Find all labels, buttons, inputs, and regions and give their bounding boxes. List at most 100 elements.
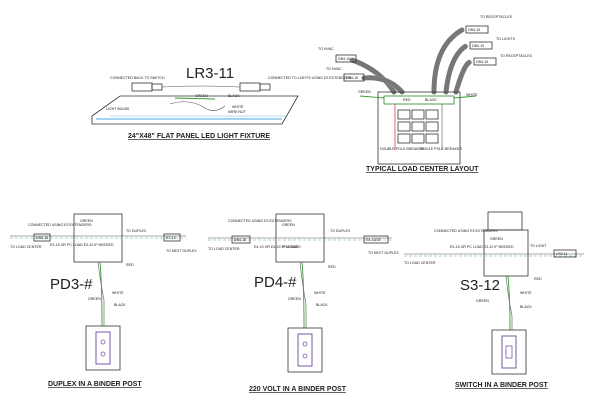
pd3-label-db: DB3-15: [36, 236, 48, 240]
fixture-connector-right: [239, 82, 261, 92]
fixture-connector-left-plug: [151, 83, 163, 91]
lc-breakers: [397, 109, 439, 144]
s3-label-to-light: TO LIGHT: [530, 244, 547, 248]
pd3-title: PD3-#: [50, 276, 93, 293]
pd4-label-e4-right: E4-10/20: [366, 238, 381, 242]
pd4-label-green: GREEN: [282, 223, 295, 227]
pd4-label-black: BLACK: [316, 303, 328, 307]
lc-label-to-lights: TO LIGHTS: [496, 37, 516, 41]
s3-title: S3-12: [460, 277, 500, 294]
lc-label-to-hvac-1: TO HVAC: [318, 47, 334, 51]
lc-db-box-r1: [465, 25, 489, 34]
pd4-label-db: DB4-15: [234, 238, 246, 242]
s3-caption: SWITCH IN A BINDER POST: [455, 382, 549, 389]
pd4-caption: 220 VOLT IN A BINDER POST: [249, 386, 347, 393]
s3-drop-wires: [505, 275, 513, 330]
fixture-connector-left: [131, 82, 153, 92]
lc-label-to-hvac-2: TO HVAC: [326, 67, 342, 71]
s3-label-green2: GREEN: [476, 299, 489, 303]
lc-label-db-r3: DB4-15: [476, 60, 488, 64]
pd3-caption: DUPLEX IN A BINDER POST: [48, 381, 142, 388]
fixture-label-connected-lights: CONNECTED TO LIGHTS USING E3 EXTENDERS: [268, 76, 352, 80]
pd4-outlet: [297, 333, 313, 367]
lc-label-db-r1: DB4-15: [468, 28, 480, 32]
fixture-label-connected-back: CONNECTED BACK TO SWITCH: [110, 76, 165, 80]
lc-label-db-1: DB4-15: [338, 57, 350, 61]
lc-conduit-lights: [443, 43, 469, 95]
fixture-green-wire: [174, 97, 216, 100]
lc-conduit-recept-2: [453, 59, 473, 95]
s3-label-black: BLACK: [520, 305, 532, 309]
pd3-label-e3-right: E3-15: [166, 236, 176, 240]
pd4-label-red: RED: [328, 265, 336, 269]
pd3-label-connected: CONNECTED USING E3 EXTENDERS: [28, 223, 92, 227]
fixture-label-white: WHITE: [232, 105, 244, 109]
fixture-caption: 24"X48" FLAT PANEL LED LIGHT FIXTURE: [128, 133, 270, 140]
s3-label-connected: CONNECTED USING E3 EXTENDERS: [434, 229, 498, 233]
lc-label-db-2: DB4-15: [346, 76, 358, 80]
fixture-label-green: GREEN: [195, 94, 208, 98]
fixture-label-wire-nut: WIRE NUT: [228, 110, 247, 114]
lc-label-black: BLACK: [425, 98, 437, 102]
pd3-group: DB3-15 TO LOAD CENTER CONNECTED USING E3…: [10, 213, 197, 388]
s3-group: CONNECTED USING E3 EXTENDERS TO LOAD CEN…: [404, 211, 584, 389]
fixture-wires: [169, 101, 226, 111]
s3-label-lr: LR3-11: [556, 252, 568, 256]
lc-panel: [377, 91, 461, 165]
s3-binder-post: [491, 329, 527, 375]
lc-db-box-r3: [473, 57, 497, 66]
lc-conduit-hvac-1: [349, 57, 397, 95]
led-fixture-group: LR3-11 CONNECTED BACK TO SWITCH CONNECTE…: [91, 65, 352, 140]
s3-label-to-load: TO LOAD CENTER: [404, 261, 436, 265]
pd3-label-to-next: TO NEXT DUPLEX: [166, 249, 197, 253]
pd3-label-e3: E3-15 OR PC LOAD E3-10 IF NEEDED: [50, 243, 114, 247]
lc-label-to-recept-1: TO RECEPTACLES: [480, 15, 513, 19]
pd4-label-to-duplex: TO DUPLEX: [330, 229, 351, 233]
lc-conduit-recept-1: [431, 27, 465, 95]
pd4-label-connected: CONNECTED USING E3 EXTENDERS: [228, 219, 292, 223]
fixture-panel: [91, 95, 299, 125]
fixture-label-black: BLACK: [228, 94, 240, 98]
fixture-title: LR3-11: [186, 65, 234, 82]
s3-switch-toggle: [505, 345, 513, 359]
pd3-outlet: [95, 331, 111, 365]
pd4-label-to-load: TO LOAD CENTER: [208, 247, 240, 251]
pd3-label-red: RED: [126, 263, 134, 267]
pd3-label-white: WHITE: [112, 291, 124, 295]
pd4-e4-box: [363, 235, 389, 244]
pd3-label-green: GREEN: [80, 219, 93, 223]
pd3-binder-post: [85, 325, 121, 371]
lc-label-green: GREEN: [358, 90, 371, 94]
pd3-label-green2: GREEN: [88, 297, 101, 301]
lc-caption: TYPICAL LOAD CENTER LAYOUT: [366, 166, 479, 173]
pd4-binder-post: [287, 327, 323, 373]
lc-label-double-pole: DOUBLE POLE BREAKER: [380, 147, 424, 151]
pd3-e3-box: [163, 233, 181, 242]
s3-top-box: [487, 211, 523, 231]
lc-label-single-pole: SINGLE POLE BREAKER: [420, 147, 462, 151]
pd4-label-white: WHITE: [314, 291, 326, 295]
pd3-label-to-duplex: TO DUPLEX: [126, 229, 147, 233]
pd3-db-box: [33, 233, 51, 242]
pd3-label-to-load: TO LOAD CENTER: [10, 245, 42, 249]
lc-label-red: RED: [403, 98, 411, 102]
lc-label-white: WHITE: [466, 93, 478, 97]
pd4-label-pc: PC LOAD: [282, 245, 298, 249]
fixture-label-light-bulbs: LIGHT BULBS: [106, 107, 130, 111]
s3-label-white: WHITE: [520, 291, 532, 295]
s3-switch-plate: [501, 335, 517, 369]
lc-db-box-r2: [469, 41, 493, 50]
fixture-connector-right-plug: [259, 83, 271, 91]
pd4-label-e4: E4-10 OR E4-20 IF NEEDED: [254, 245, 301, 249]
pd4-label-green2: GREEN: [288, 297, 301, 301]
s3-lr-box: [553, 249, 577, 258]
s3-label-red: RED: [534, 277, 542, 281]
fixture-cable: [161, 85, 241, 88]
lc-db-box-2: [343, 73, 365, 82]
lc-conduit-hvac-2: [361, 75, 405, 95]
pd3-label-black: BLACK: [114, 303, 126, 307]
pd4-group: DB4-15 TO LOAD CENTER CONNECTED USING E3…: [208, 213, 399, 393]
pd4-title: PD4-#: [254, 274, 297, 291]
pd4-db-box: [231, 235, 251, 244]
